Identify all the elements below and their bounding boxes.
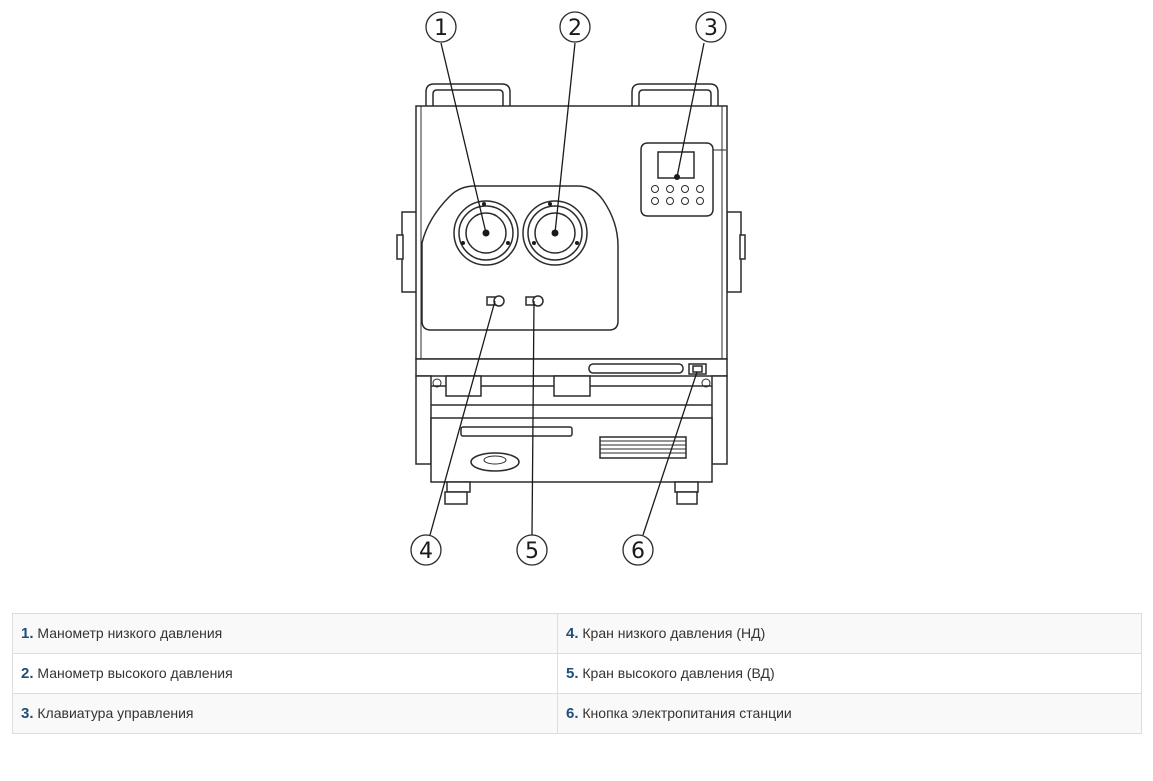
legend-row: 1. Манометр низкого давления 4. Кран низ… [12,613,1142,654]
callout-4: 4 [410,534,442,566]
callout-5: 5 [516,534,548,566]
ac-station-diagram: 1 2 3 4 5 6 [396,11,746,566]
legend-number: 4. [566,625,579,642]
valves [486,295,544,307]
legend-text: Кран низкого давления (НД) [582,625,766,641]
low-pressure-gauge [453,200,519,266]
callout-2: 2 [559,11,591,43]
control-keypad [640,142,726,217]
side-panels [396,211,746,293]
legend-cell: 5. Кран высокого давления (ВД) [557,653,1142,694]
callout-number: 2 [568,16,582,41]
legend-number: 1. [21,625,34,642]
legend-cell: 4. Кран низкого давления (НД) [557,613,1142,654]
legend-row: 2. Манометр высокого давления 5. Кран вы… [12,653,1142,694]
callout-1: 1 [425,11,457,43]
legend-row: 3. Клавиатура управления 6. Кнопка элект… [12,693,1142,734]
callout-number: 3 [704,16,718,41]
legend-number: 6. [566,705,579,722]
legend-cell: 2. Манометр высокого давления [12,653,558,694]
legend-cell: 3. Клавиатура управления [12,693,558,734]
legend-text: Манометр высокого давления [37,665,233,681]
legend-number: 3. [21,705,34,722]
callout-number: 1 [434,16,448,41]
legend-cell: 6. Кнопка электропитания станции [557,693,1142,734]
callout-6: 6 [622,534,654,566]
legend-text: Клавиатура управления [37,705,194,721]
top-handles [425,83,719,108]
legend-text: Манометр низкого давления [37,625,223,641]
callout-number: 4 [419,539,433,564]
legend-number: 2. [21,665,34,682]
legend-text: Кнопка электропитания станции [582,705,792,721]
callout-3: 3 [695,11,727,43]
legend-cell: 1. Манометр низкого давления [12,613,558,654]
callout-number: 6 [631,539,645,564]
callout-number: 5 [525,539,539,564]
legend-text: Кран высокого давления (ВД) [582,665,775,681]
legend-number: 5. [566,665,579,682]
station-base [415,358,728,505]
legend-table: 1. Манометр низкого давления 4. Кран низ… [12,613,1142,734]
leader-lines [429,42,705,536]
gauge-panel [421,185,619,331]
